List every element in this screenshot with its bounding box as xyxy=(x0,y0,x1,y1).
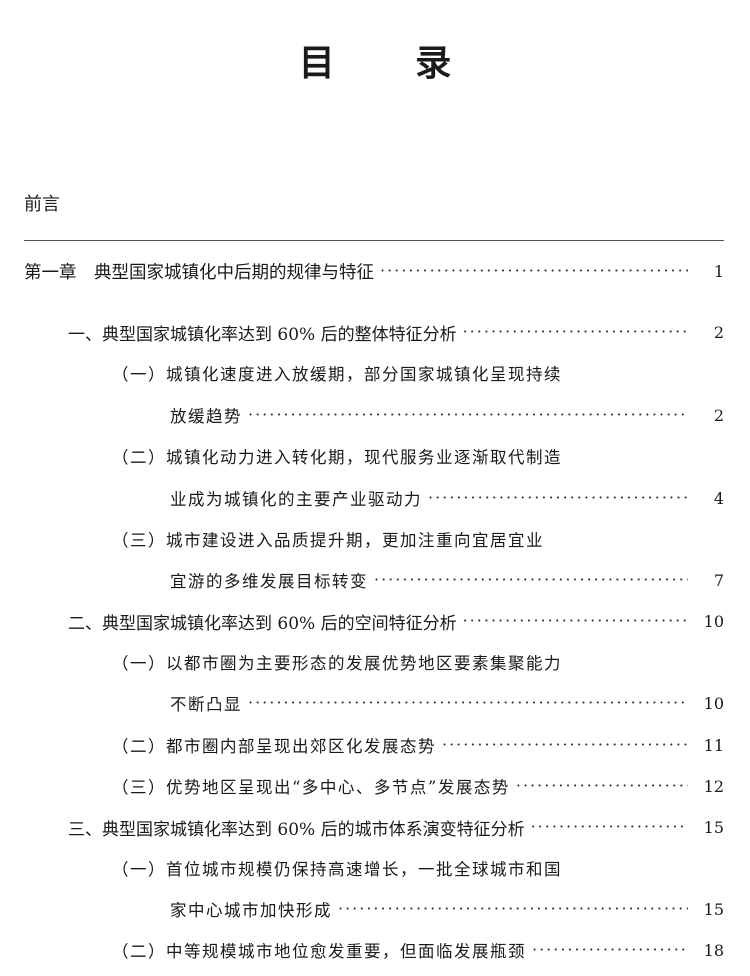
toc-entry-subsection[interactable]: （三）优势地区呈现出“多中心、多节点”发展态势 12 xyxy=(0,771,750,801)
toc-entry-label: 三、典型国家城镇化率达到 60% 后的城市体系演变特征分析 xyxy=(68,819,525,840)
toc-entry-subsection-continued[interactable]: 不断凸显 10 xyxy=(0,688,750,718)
toc-preface: 前言 xyxy=(24,194,60,215)
divider xyxy=(24,240,724,241)
toc-entry-subsection-continued[interactable]: 业成为城镇化的主要产业驱动力 4 xyxy=(0,483,750,513)
leader-dots xyxy=(463,611,688,631)
toc-entry-label: （一）首位城市规模仍保持高速增长，一批全球城市和国 xyxy=(112,860,562,879)
toc-entry-subsection[interactable]: （一）首位城市规模仍保持高速增长，一批全球城市和国 xyxy=(0,853,750,883)
toc-entry-subsection-continued[interactable]: 放缓趋势 2 xyxy=(0,400,750,430)
leader-spacer xyxy=(568,858,688,878)
leader-dots xyxy=(463,322,688,342)
leader-dots xyxy=(380,261,688,281)
toc-page-number: 18 xyxy=(703,940,724,960)
leader-dots xyxy=(428,488,688,508)
toc-page-number: 10 xyxy=(703,611,724,631)
toc-page-number: 2 xyxy=(713,405,724,425)
toc-page-number: 2 xyxy=(713,322,724,342)
toc-page-number: 7 xyxy=(713,570,724,590)
toc-entry-chapter[interactable]: 第一章 典型国家城镇化中后期的规律与特征 1 xyxy=(0,256,750,286)
leader-spacer xyxy=(568,363,688,383)
toc-page-number: 4 xyxy=(713,488,724,508)
toc-entry-label: （二）城镇化动力进入转化期，现代服务业逐渐取代制造 xyxy=(112,448,562,467)
leader-spacer xyxy=(550,529,688,549)
toc-entry-label: 不断凸显 xyxy=(170,695,242,714)
toc-entry-subsection-continued[interactable]: 家中心城市加快形成 15 xyxy=(0,894,750,924)
toc-entry-label: （二）都市圈内部呈现出郊区化发展态势 xyxy=(112,737,436,756)
leader-dots xyxy=(442,735,688,755)
toc-entry-subsection[interactable]: （一）以都市圈为主要形态的发展优势地区要素集聚能力 xyxy=(0,647,750,677)
toc-entry-label: 业成为城镇化的主要产业驱动力 xyxy=(170,490,422,509)
toc-entry-subsection[interactable]: （三）城市建设进入品质提升期，更加注重向宜居宜业 xyxy=(0,524,750,554)
toc-page-number: 15 xyxy=(703,817,724,837)
toc-page-number: 11 xyxy=(703,735,724,755)
toc-entry-label: （三）优势地区呈现出“多中心、多节点”发展态势 xyxy=(112,778,510,797)
toc-page-number: 15 xyxy=(703,899,724,919)
toc-entry-subsection[interactable]: （二）城镇化动力进入转化期，现代服务业逐渐取代制造 xyxy=(0,441,750,471)
leader-dots xyxy=(374,570,688,590)
leader-dots xyxy=(532,940,688,960)
toc-entry-subsection[interactable]: （二）都市圈内部呈现出郊区化发展态势 11 xyxy=(0,730,750,760)
toc-entry-label: （二）中等规模城市地位愈发重要，但面临发展瓶颈 xyxy=(112,942,526,961)
toc-page-number: 1 xyxy=(713,261,724,281)
page-title: 目 录 xyxy=(298,42,486,84)
toc-entry-subsection-continued[interactable]: 宜游的多维发展目标转变 7 xyxy=(0,565,750,595)
toc-entry-label: 二、典型国家城镇化率达到 60% 后的空间特征分析 xyxy=(68,613,457,634)
leader-spacer xyxy=(568,446,688,466)
leader-dots xyxy=(338,899,688,919)
leader-dots xyxy=(248,405,688,425)
toc-entry-label: 家中心城市加快形成 xyxy=(170,901,332,920)
toc-entry-subsection[interactable]: （一）城镇化速度进入放缓期，部分国家城镇化呈现持续 xyxy=(0,358,750,388)
toc-entry-section[interactable]: 一、典型国家城镇化率达到 60% 后的整体特征分析 2 xyxy=(0,317,750,347)
toc-page-number: 12 xyxy=(703,776,724,796)
toc-entry-label: 放缓趋势 xyxy=(170,407,242,426)
toc-page-number: 10 xyxy=(703,693,724,713)
leader-dots xyxy=(531,817,688,837)
toc-entry-section[interactable]: 三、典型国家城镇化率达到 60% 后的城市体系演变特征分析 15 xyxy=(0,812,750,842)
leader-spacer xyxy=(568,652,688,672)
leader-dots xyxy=(248,693,688,713)
toc-entry-label: 宜游的多维发展目标转变 xyxy=(170,572,368,591)
toc-entry-label: 第一章 典型国家城镇化中后期的规律与特征 xyxy=(24,262,374,283)
toc-entry-label: （三）城市建设进入品质提升期，更加注重向宜居宜业 xyxy=(112,531,544,550)
toc-entry-label: （一）以都市圈为主要形态的发展优势地区要素集聚能力 xyxy=(112,654,562,673)
toc-entry-label: 一、典型国家城镇化率达到 60% 后的整体特征分析 xyxy=(68,324,457,345)
toc-entry-section[interactable]: 二、典型国家城镇化率达到 60% 后的空间特征分析 10 xyxy=(0,606,750,636)
toc-entry-subsection[interactable]: （二）中等规模城市地位愈发重要，但面临发展瓶颈 18 xyxy=(0,935,750,965)
toc-entry-label: （一）城镇化速度进入放缓期，部分国家城镇化呈现持续 xyxy=(112,365,562,384)
leader-dots xyxy=(516,776,688,796)
